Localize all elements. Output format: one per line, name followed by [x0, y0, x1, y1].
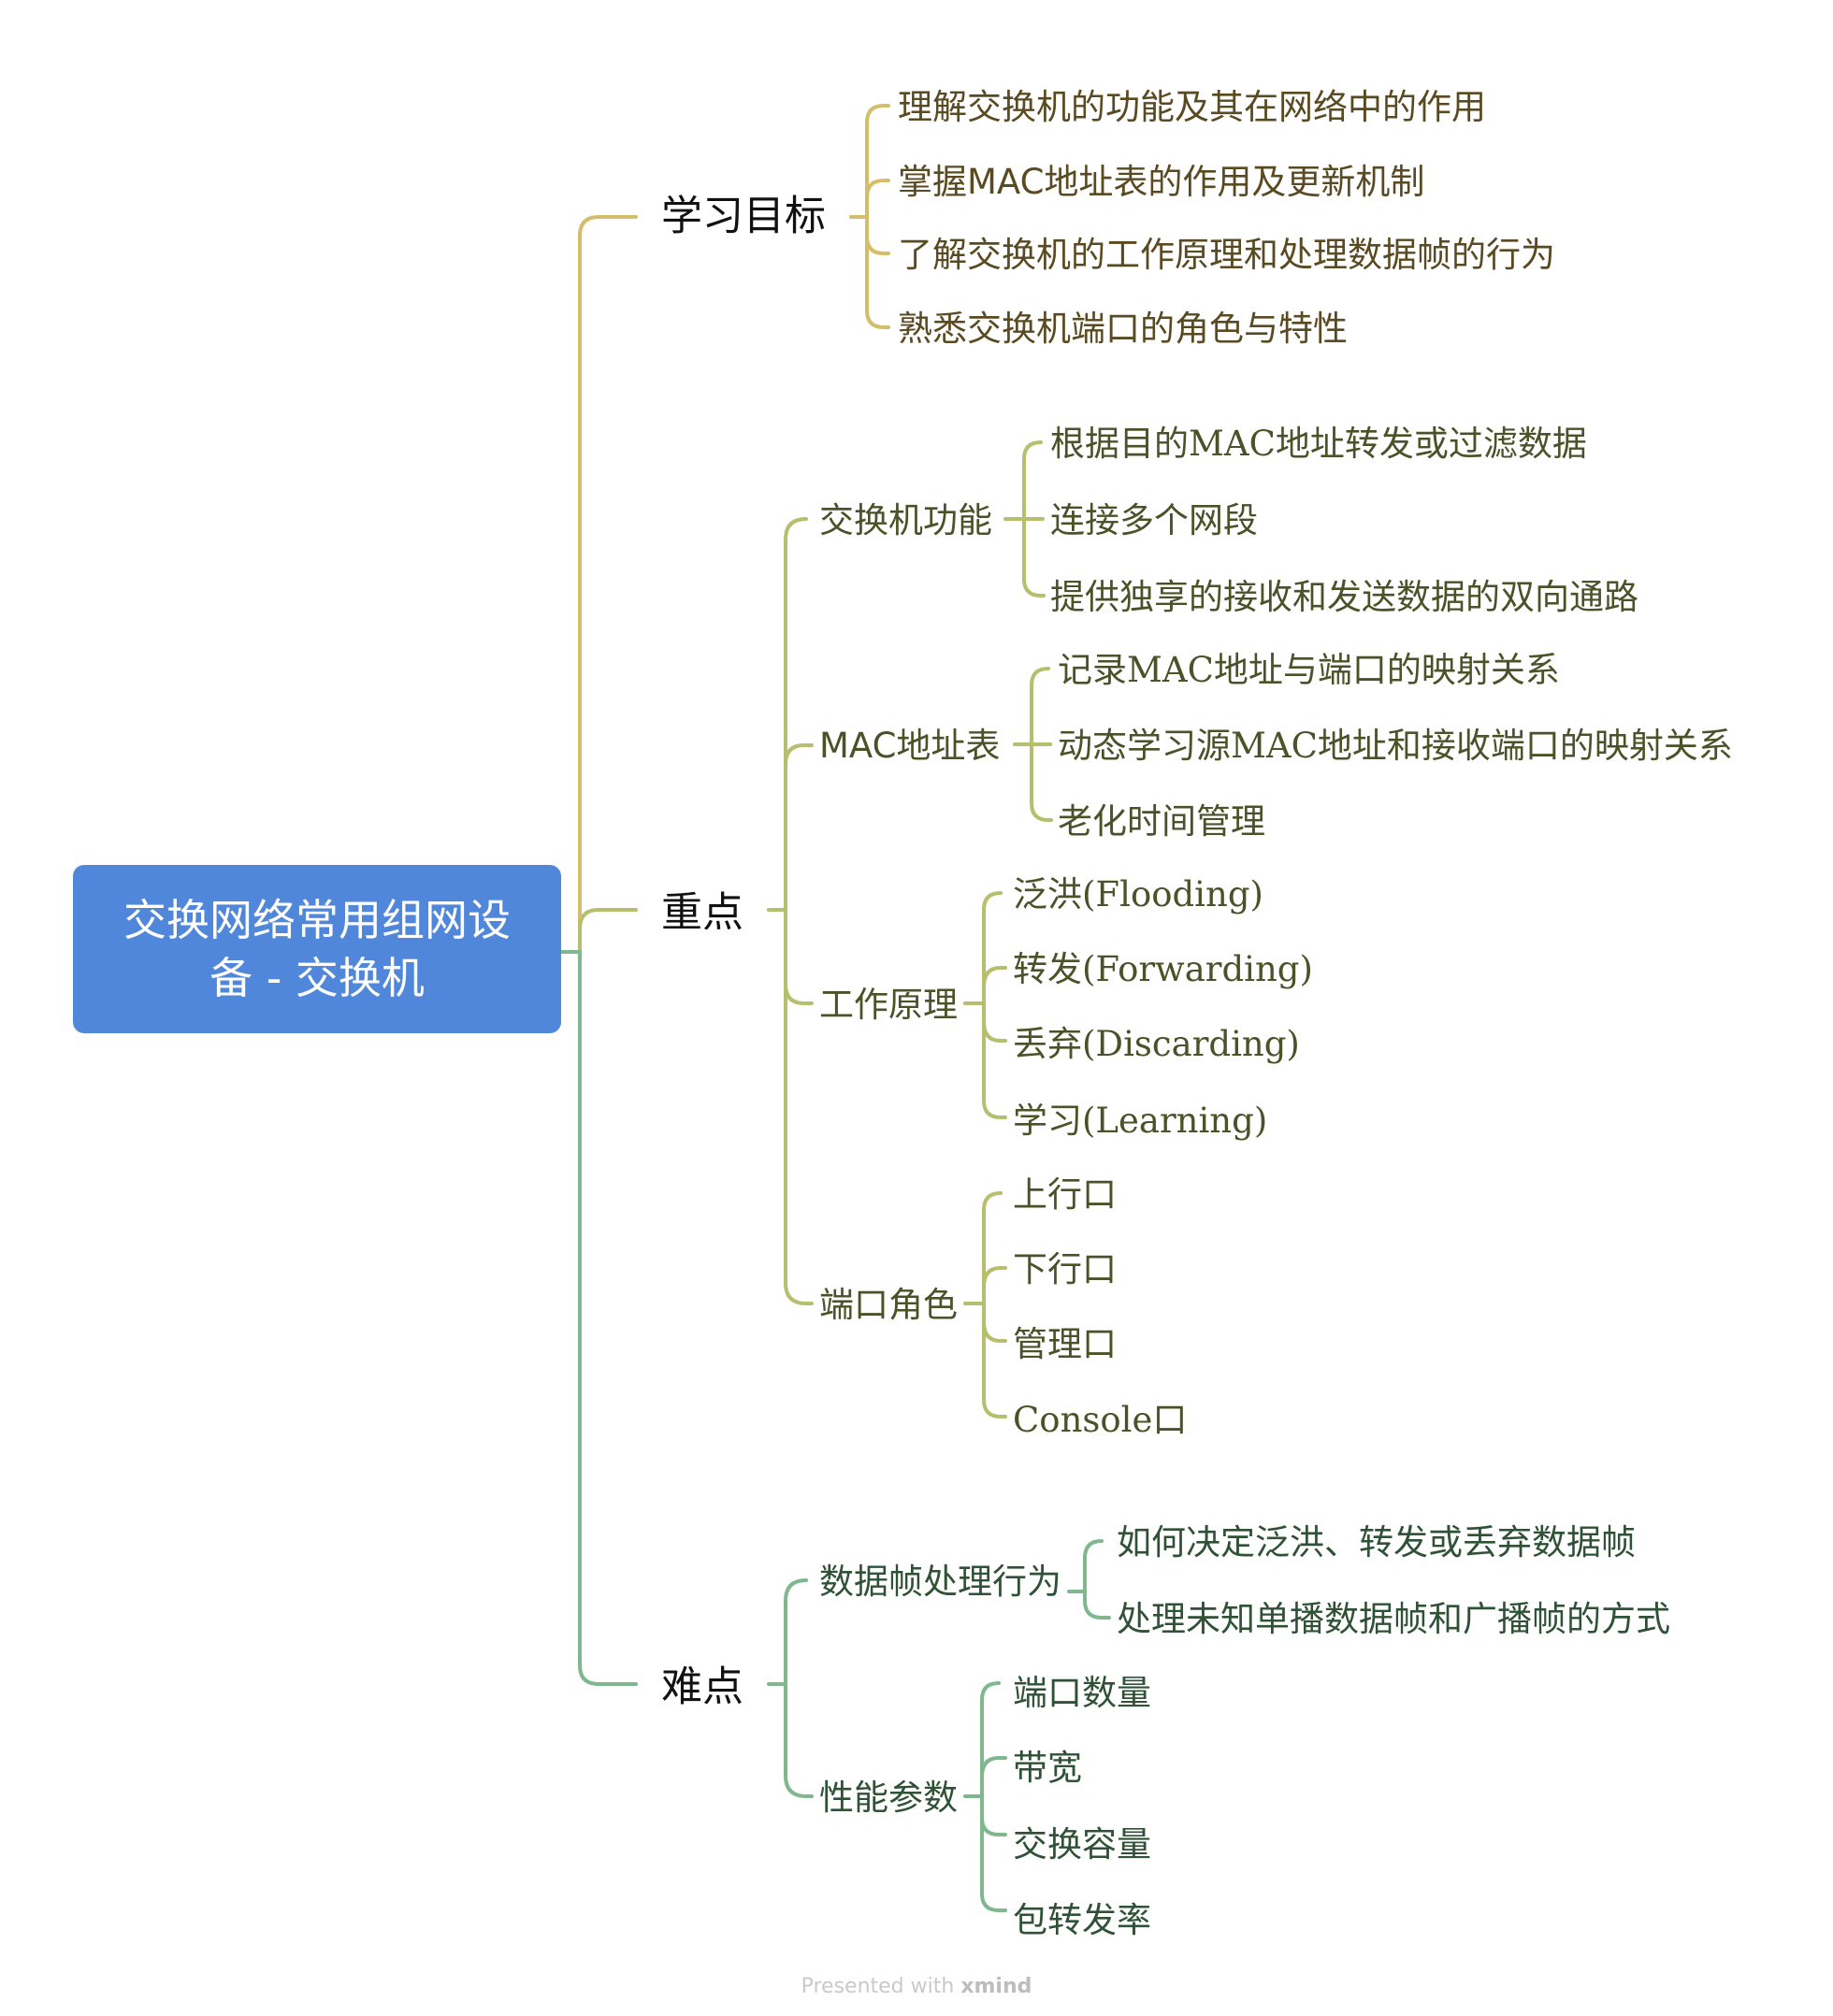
performance-item[interactable]: 包转发率	[1013, 1899, 1151, 1940]
mac-table-item[interactable]: 动态学习源MAC地址和接收端口的映射关系	[1058, 725, 1733, 766]
topic-difficult-points[interactable]: 难点	[661, 1663, 743, 1711]
port-role-item[interactable]: 上行口	[1013, 1174, 1117, 1215]
subtopic-working-principle[interactable]: 工作原理	[819, 984, 958, 1025]
root-topic-title: 交换网络常用组网设备 - 交换机	[123, 895, 511, 1003]
mac-table-item[interactable]: 老化时间管理	[1058, 800, 1265, 842]
port-role-item[interactable]: 下行口	[1013, 1248, 1117, 1289]
principle-item-forwarding[interactable]: 转发(Forwarding)	[1013, 948, 1313, 989]
subtopic-port-roles[interactable]: 端口角色	[819, 1284, 958, 1325]
principle-item-flooding[interactable]: 泛洪(Flooding)	[1013, 873, 1263, 914]
xmind-watermark: Presented with xmind	[0, 1975, 1833, 1998]
goal-item[interactable]: 掌握MAC地址表的作用及更新机制	[898, 161, 1425, 202]
watermark-brand: xmind	[960, 1975, 1032, 1998]
performance-item[interactable]: 端口数量	[1013, 1672, 1151, 1713]
port-role-item[interactable]: 管理口	[1013, 1323, 1117, 1364]
principle-item-learning[interactable]: 学习(Learning)	[1013, 1100, 1268, 1141]
function-item[interactable]: 提供独享的接收和发送数据的双向通路	[1050, 576, 1638, 617]
topic-learning-goals[interactable]: 学习目标	[661, 192, 826, 240]
principle-item-discarding[interactable]: 丢弃(Discarding)	[1013, 1023, 1300, 1064]
subtopic-mac-table[interactable]: MAC地址表	[819, 725, 1001, 766]
function-item[interactable]: 连接多个网段	[1050, 499, 1258, 540]
port-role-item[interactable]: Console口	[1013, 1399, 1188, 1440]
goal-item[interactable]: 理解交换机的功能及其在网络中的作用	[898, 86, 1486, 127]
mac-table-item[interactable]: 记录MAC地址与端口的映射关系	[1058, 649, 1560, 690]
subtopic-frame-handling[interactable]: 数据帧处理行为	[819, 1561, 1061, 1602]
frame-handling-item[interactable]: 如何决定泛洪、转发或丢弃数据帧	[1117, 1521, 1636, 1562]
subtopic-performance-params[interactable]: 性能参数	[819, 1777, 958, 1818]
goal-item[interactable]: 了解交换机的工作原理和处理数据帧的行为	[898, 234, 1555, 275]
topic-key-points[interactable]: 重点	[661, 888, 743, 937]
root-topic[interactable]: 交换网络常用组网设备 - 交换机	[73, 865, 561, 1033]
frame-handling-item[interactable]: 处理未知单播数据帧和广播帧的方式	[1117, 1598, 1670, 1639]
function-item[interactable]: 根据目的MAC地址转发或过滤数据	[1050, 423, 1587, 464]
subtopic-switch-functions[interactable]: 交换机功能	[819, 499, 992, 540]
performance-item[interactable]: 带宽	[1013, 1747, 1082, 1788]
goal-item[interactable]: 熟悉交换机端口的角色与特性	[898, 308, 1348, 349]
performance-item[interactable]: 交换容量	[1013, 1823, 1151, 1865]
watermark-prefix: Presented with	[801, 1975, 961, 1998]
